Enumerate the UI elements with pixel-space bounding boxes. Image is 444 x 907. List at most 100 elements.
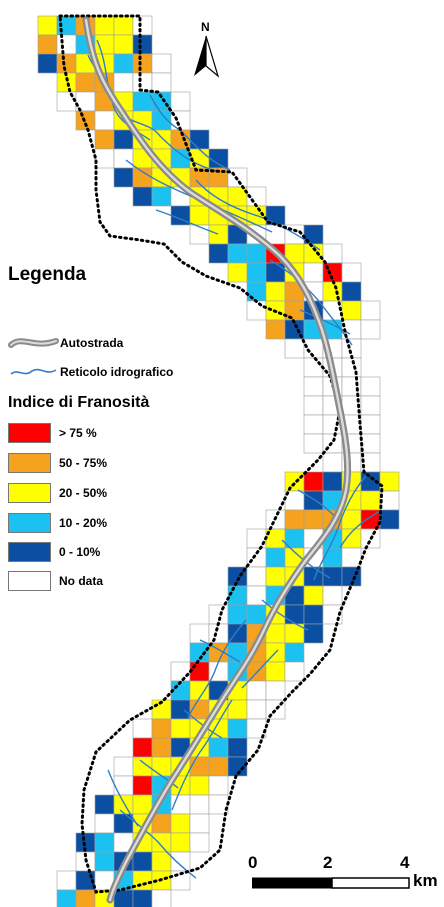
grid-cell <box>132 775 153 796</box>
grid-cell <box>360 414 381 435</box>
scale-bar: 0 2 4 km <box>236 853 444 907</box>
grid-cell <box>265 281 286 302</box>
grid-cell <box>151 129 172 150</box>
north-arrow-icon <box>194 35 220 78</box>
grid-cell <box>189 813 210 834</box>
grid-cell <box>75 72 96 93</box>
grid-cell <box>37 15 58 36</box>
highway-centerline <box>84 18 349 902</box>
grid-cell <box>341 547 362 568</box>
grid-cell <box>56 34 77 55</box>
grid-cell <box>303 376 324 397</box>
grid-cell <box>208 737 229 758</box>
grid-cell <box>379 509 400 530</box>
grid-cell <box>170 718 191 739</box>
grid-cell <box>132 186 153 207</box>
grid-cell <box>189 623 210 644</box>
grid-cell <box>246 680 267 701</box>
grid-cell <box>360 300 381 321</box>
grid-cell <box>246 262 267 283</box>
scale-label-4: 4 <box>400 853 410 872</box>
grid-cell <box>56 870 77 891</box>
grid-cell <box>303 566 324 587</box>
grid-cell <box>132 794 153 815</box>
grid-cell <box>360 376 381 397</box>
grid-cell <box>227 718 248 739</box>
grid-cell <box>360 319 381 340</box>
grid-cell <box>341 300 362 321</box>
grid-cell <box>56 889 77 907</box>
grid-cell <box>265 262 286 283</box>
grid-cell <box>113 794 134 815</box>
grid-cell <box>113 813 134 834</box>
grid-cell <box>94 832 115 853</box>
grid-cell <box>303 585 324 606</box>
grid-cell <box>113 129 134 150</box>
grid-cell <box>303 604 324 625</box>
grid-cell <box>151 737 172 758</box>
grid-cell <box>208 623 229 644</box>
grid-cell <box>379 490 400 511</box>
grid-cell <box>189 129 210 150</box>
grid-cell <box>94 148 115 169</box>
grid-cell <box>360 433 381 454</box>
grid-cell <box>75 889 96 907</box>
grid-cell <box>113 15 134 36</box>
grid-cell <box>113 72 134 93</box>
grid-cell <box>94 110 115 131</box>
grid-cell <box>113 167 134 188</box>
grid-cell <box>227 243 248 264</box>
grid-cell <box>132 889 153 907</box>
grid-cell <box>303 357 324 378</box>
grid-cell <box>246 300 267 321</box>
grid-cell <box>94 34 115 55</box>
grid-cell <box>170 661 191 682</box>
grid-cell <box>265 319 286 340</box>
grid-cell <box>189 205 210 226</box>
grid-cell <box>132 737 153 758</box>
grid-cell <box>360 395 381 416</box>
study-area-boundary <box>58 14 384 894</box>
grid-cell <box>284 509 305 530</box>
grid-cell <box>227 186 248 207</box>
grid-cell <box>151 718 172 739</box>
grid-cell <box>246 604 267 625</box>
grid-cell <box>151 186 172 207</box>
grid-cell <box>132 53 153 74</box>
grid-cell <box>56 53 77 74</box>
grid-cell <box>322 471 343 492</box>
grid-cell <box>303 623 324 644</box>
grid-cell <box>37 34 58 55</box>
grid-cell <box>94 15 115 36</box>
grid-cell <box>170 699 191 720</box>
grid-cell <box>284 471 305 492</box>
grid-cell <box>208 604 229 625</box>
scale-unit: km <box>413 871 438 890</box>
grid-cell <box>284 661 305 682</box>
grid-cell <box>227 756 248 777</box>
grid-cell <box>322 585 343 606</box>
grid-cell <box>208 243 229 264</box>
grid-cell <box>265 566 286 587</box>
grid-cell <box>170 813 191 834</box>
grid-cell <box>151 851 172 872</box>
grid-cell <box>94 129 115 150</box>
grid-cell <box>132 167 153 188</box>
grid-cell <box>265 680 286 701</box>
grid-cell <box>303 433 324 454</box>
scale-label-0: 0 <box>248 853 258 872</box>
grid-cell <box>151 53 172 74</box>
grid-cell <box>246 281 267 302</box>
grid-cell <box>170 91 191 112</box>
grid-cell <box>189 832 210 853</box>
grid-cell <box>265 661 286 682</box>
grid-cell <box>227 737 248 758</box>
grid-cell <box>246 585 267 606</box>
scale-bar-graphic <box>252 877 410 889</box>
grid-cell <box>284 604 305 625</box>
grid-cell <box>151 813 172 834</box>
grid-cell <box>189 794 210 815</box>
grid-cell <box>132 718 153 739</box>
grid-cell <box>246 699 267 720</box>
